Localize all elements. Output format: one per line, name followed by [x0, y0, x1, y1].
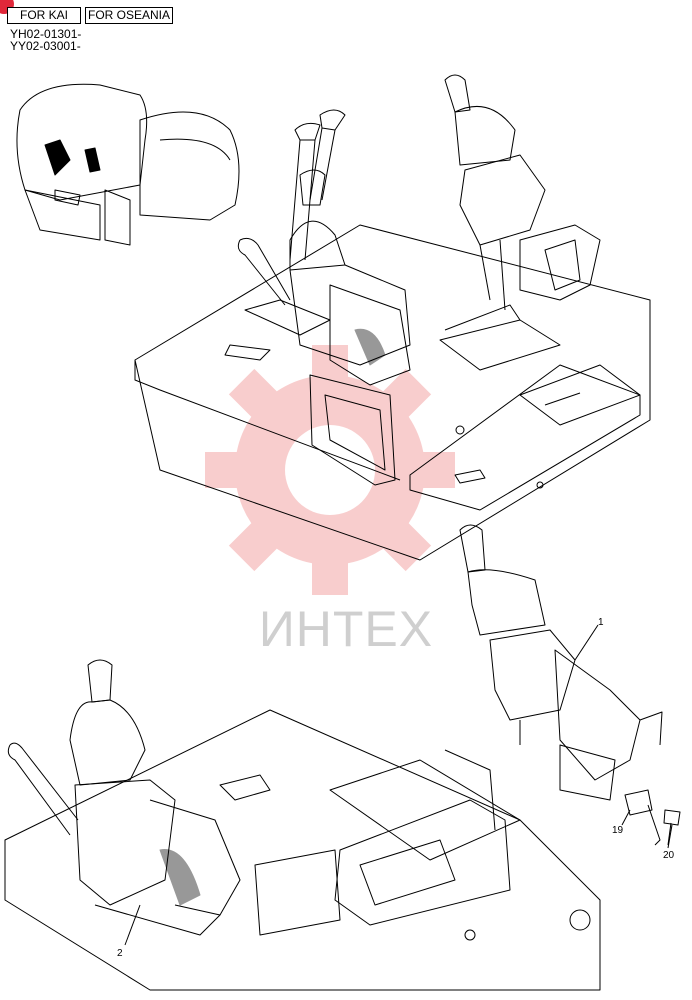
lower-right-console [459, 524, 663, 801]
upper-left-console [237, 109, 411, 386]
lower-left-console [7, 659, 241, 936]
part-20-bolt [663, 809, 681, 846]
callout-leaders [124, 624, 673, 946]
lower-floor-plate [4, 709, 601, 991]
callout-2: 2 [117, 948, 123, 959]
upper-side-cover [309, 374, 396, 486]
serial-range-2: YY02-03001- [10, 39, 81, 53]
tag-for-kai: FOR KAI [7, 7, 81, 24]
tag-for-oseania: FOR OSEANIA [85, 7, 173, 24]
callout-19: 19 [612, 825, 624, 836]
upper-floor-mat [409, 364, 641, 511]
upper-right-console [444, 74, 601, 311]
serial-range-1: YH02-01301- [10, 27, 82, 41]
callout-1: 1 [598, 617, 604, 628]
part-19-bracket [624, 789, 661, 846]
callout-20: 20 [663, 850, 675, 861]
watermark-text: ИНТЕХ [258, 601, 434, 657]
seat-overview-thumbnail [16, 83, 240, 246]
